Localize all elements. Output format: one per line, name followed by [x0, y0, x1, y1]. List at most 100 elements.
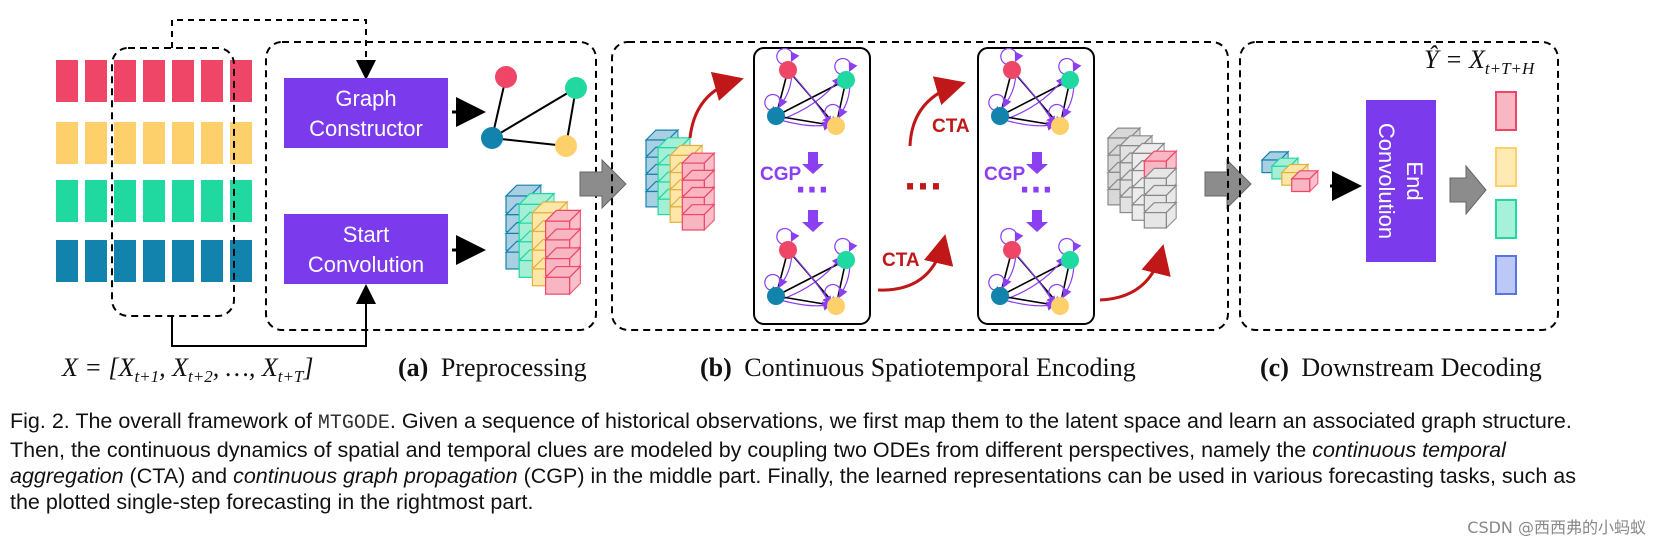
input-bar — [56, 60, 78, 102]
input-bar — [114, 60, 136, 102]
cta-arrow-4 — [1099, 244, 1171, 302]
input-bar — [230, 240, 252, 282]
caption-cgp-term: continuous graph propagation — [233, 464, 518, 488]
propagation-graph-2b — [988, 227, 1082, 315]
input-bar — [143, 180, 165, 222]
start-convolution-line2: Convolution — [308, 252, 424, 277]
input-bar — [230, 180, 252, 222]
graph-node — [837, 71, 855, 89]
cube — [544, 276, 571, 295]
node-red — [495, 66, 517, 88]
input-formula: X = [Xt+1, Xt+2, …, Xt+T] — [61, 353, 314, 386]
graph-constructor-block: Graph Constructor — [284, 78, 448, 148]
caption-part2: (CTA) and — [123, 464, 234, 488]
graph-node — [1051, 117, 1069, 135]
start-convolution-block: Start Convolution — [284, 214, 448, 284]
cgp-label-2: CGP — [984, 164, 1026, 185]
graph-node — [779, 241, 797, 259]
svg-text:···: ··· — [795, 173, 829, 208]
node-blue — [481, 127, 503, 149]
figure-caption: Fig. 2. The overall framework of MTGODE.… — [10, 408, 1600, 515]
input-bar — [172, 240, 194, 282]
input-bar — [201, 180, 223, 222]
cgp-label-1: CGP — [760, 164, 802, 185]
learned-graph — [481, 66, 587, 157]
framework-diagram: X = [Xt+1, Xt+2, …, Xt+T] Graph Construc… — [56, 19, 1559, 386]
input-bar — [143, 122, 165, 164]
caption-part3: (CGP) in the middle part. Finally, the l… — [10, 464, 1577, 514]
node-yellow — [555, 135, 577, 157]
graph-node — [1003, 241, 1021, 259]
input-bar — [143, 60, 165, 102]
input-bar — [85, 180, 107, 222]
section-b-caption: (b) Continuous Spatiotemporal Encoding — [700, 353, 1136, 382]
caption-prefix: Fig. 2. The overall framework of — [10, 409, 318, 433]
input-bar — [230, 122, 252, 164]
input-bar — [143, 240, 165, 282]
graph-node — [1061, 71, 1079, 89]
decoding-dashed-box — [1239, 41, 1559, 331]
graph-node — [991, 287, 1009, 305]
graph-node — [991, 107, 1009, 125]
cta-arrow-2 — [877, 234, 954, 292]
graph-constructor-line1: Graph — [335, 86, 396, 111]
graph-node — [779, 61, 797, 79]
latent-cubes-b-input — [644, 128, 716, 232]
caption-cta-term: continuous temporal aggregation — [10, 438, 1506, 488]
input-bar — [172, 122, 194, 164]
input-bar — [114, 180, 136, 222]
big-arrow-ab — [579, 158, 627, 210]
section-c-caption: (c) Downstream Decoding — [1260, 353, 1542, 382]
end-convolution-line1: End — [1402, 161, 1427, 200]
input-bar — [56, 122, 78, 164]
svg-text:···: ··· — [1019, 173, 1053, 208]
graph-node — [827, 117, 845, 135]
encoding-dashed-box — [611, 41, 1229, 331]
graph-node — [767, 287, 785, 305]
input-bar — [114, 122, 136, 164]
input-bar — [230, 60, 252, 102]
graph-node — [767, 107, 785, 125]
node-green — [565, 77, 587, 99]
input-bar — [201, 240, 223, 282]
input-bar — [85, 240, 107, 282]
graph-node — [1061, 251, 1079, 269]
cube — [681, 213, 705, 231]
window-to-graph-connector — [171, 19, 376, 80]
big-arrow-output — [1449, 164, 1487, 216]
input-bar — [172, 60, 194, 102]
input-bar — [85, 122, 107, 164]
input-bar — [201, 60, 223, 102]
caption-method-name: MTGODE — [317, 412, 390, 435]
end-convolution-line2: Convolution — [1374, 123, 1399, 239]
output-formula: Ŷ = Xt+T+H — [1424, 45, 1536, 78]
cube — [1143, 211, 1167, 229]
input-bar — [56, 180, 78, 222]
caption-part1: . Given a sequence of historical observa… — [10, 409, 1572, 462]
graph-constructor-line2: Constructor — [309, 116, 423, 141]
cgp-steps-1: CGP ··· — [760, 152, 829, 232]
graph-node — [837, 251, 855, 269]
middle-ellipsis: ··· — [904, 167, 943, 207]
cta-label-upper: CTA — [932, 116, 970, 137]
window-to-startconv-connector — [171, 284, 376, 347]
cgp-steps-2: CGP ··· — [984, 152, 1053, 232]
input-bar — [172, 180, 194, 222]
watermark: CSDN @西西弗的小蚂蚁 — [1467, 518, 1646, 537]
input-sequence — [56, 60, 252, 282]
cta-label-lower: CTA — [882, 250, 920, 271]
cta-arrow-1 — [688, 72, 744, 139]
end-convolution-block: End Convolution — [1366, 100, 1436, 262]
graph-node — [1051, 297, 1069, 315]
graph-node — [827, 297, 845, 315]
input-bar — [201, 122, 223, 164]
input-bar — [56, 240, 78, 282]
latent-cubes-b-output — [1106, 126, 1178, 230]
input-bar — [114, 240, 136, 282]
propagation-graph-2a — [988, 47, 1082, 135]
start-convolution-line1: Start — [343, 222, 389, 247]
output-predictions — [1495, 91, 1517, 295]
graph-node — [1003, 61, 1021, 79]
cube — [1291, 178, 1311, 193]
section-a-caption: (a) Preprocessing — [398, 353, 587, 382]
